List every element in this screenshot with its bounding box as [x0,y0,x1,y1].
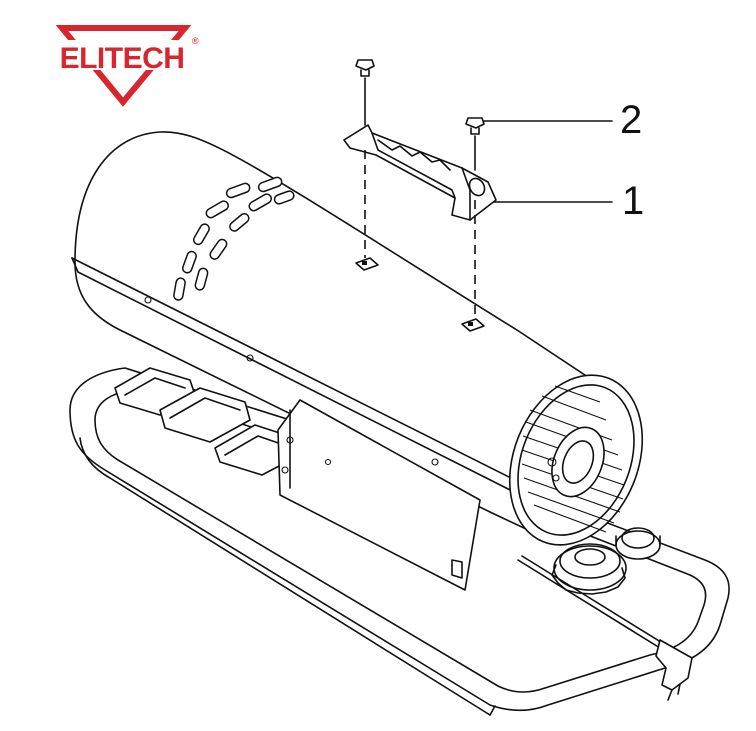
screw-right [465,117,485,135]
power-cord [517,555,693,701]
fuel-gauge [615,527,661,560]
elitech-logo: ELITECH ® [55,25,199,107]
front-grille [508,374,644,546]
logo-text: ELITECH [60,42,185,75]
logo-registered-mark: ® [192,36,199,46]
handle-drawing [343,124,497,221]
tank-cap [551,543,627,595]
screw-drawing [355,59,485,135]
mounting-holes [355,257,485,332]
callout-leaders [483,120,613,203]
callout-number-2: 2 [620,98,642,142]
assembly-guide-lines [364,77,476,320]
callout-number-1: 1 [622,179,644,223]
body-slots [173,176,295,301]
screw-left [355,59,375,77]
